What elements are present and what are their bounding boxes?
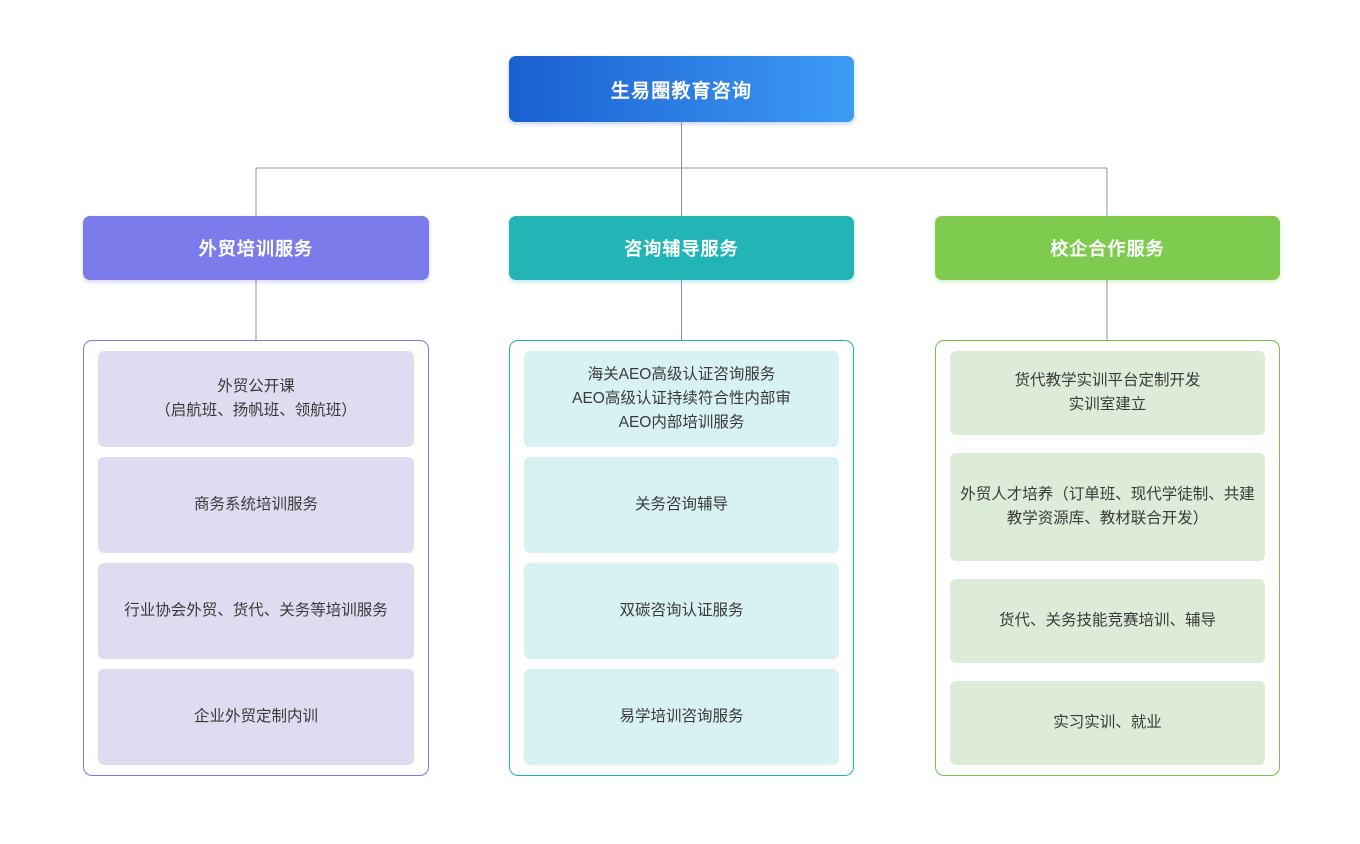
- category-header-label: 咨询辅导服务: [624, 239, 739, 259]
- leaf-item[interactable]: 外贸公开课 （启航班、扬帆班、领航班）: [98, 351, 414, 447]
- leaf-item[interactable]: 企业外贸定制内训: [98, 669, 414, 765]
- leaf-item[interactable]: 双碳咨询认证服务: [524, 563, 839, 659]
- branch-column-consulting-tutoring: 咨询辅导服务 海关AEO高级认证咨询服务 AEO高级认证持续符合性内部审 AEO…: [509, 0, 854, 844]
- leaf-item[interactable]: 商务系统培训服务: [98, 457, 414, 553]
- leaf-item[interactable]: 行业协会外贸、货代、关务等培训服务: [98, 563, 414, 659]
- category-header-foreign-trade-training[interactable]: 外贸培训服务: [83, 216, 429, 280]
- leaf-panel-foreign-trade-training: 外贸公开课 （启航班、扬帆班、领航班） 商务系统培训服务 行业协会外贸、货代、关…: [83, 340, 429, 776]
- leaf-panel-school-enterprise-cooperation: 货代教学实训平台定制开发 实训室建立 外贸人才培养（订单班、现代学徒制、共建教学…: [935, 340, 1280, 776]
- leaf-item[interactable]: 实习实训、就业: [950, 681, 1265, 765]
- category-header-consulting-tutoring[interactable]: 咨询辅导服务: [509, 216, 854, 280]
- root-node-label: 生易圈教育咨询: [610, 80, 753, 102]
- leaf-item[interactable]: 外贸人才培养（订单班、现代学徒制、共建教学资源库、教材联合开发）: [950, 453, 1265, 561]
- branch-column-foreign-trade-training: 外贸培训服务 外贸公开课 （启航班、扬帆班、领航班） 商务系统培训服务 行业协会…: [83, 0, 429, 844]
- branch-column-school-enterprise-cooperation: 校企合作服务 货代教学实训平台定制开发 实训室建立 外贸人才培养（订单班、现代学…: [935, 0, 1280, 844]
- category-header-label: 校企合作服务: [1050, 239, 1165, 259]
- root-node[interactable]: 生易圈教育咨询: [509, 56, 854, 122]
- category-header-label: 外贸培训服务: [198, 239, 314, 259]
- leaf-item[interactable]: 货代、关务技能竞赛培训、辅导: [950, 579, 1265, 663]
- leaf-item[interactable]: 海关AEO高级认证咨询服务 AEO高级认证持续符合性内部审 AEO内部培训服务: [524, 351, 839, 447]
- leaf-item[interactable]: 关务咨询辅导: [524, 457, 839, 553]
- leaf-panel-consulting-tutoring: 海关AEO高级认证咨询服务 AEO高级认证持续符合性内部审 AEO内部培训服务 …: [509, 340, 854, 776]
- leaf-item[interactable]: 货代教学实训平台定制开发 实训室建立: [950, 351, 1265, 435]
- leaf-item[interactable]: 易学培训咨询服务: [524, 669, 839, 765]
- category-header-school-enterprise-cooperation[interactable]: 校企合作服务: [935, 216, 1280, 280]
